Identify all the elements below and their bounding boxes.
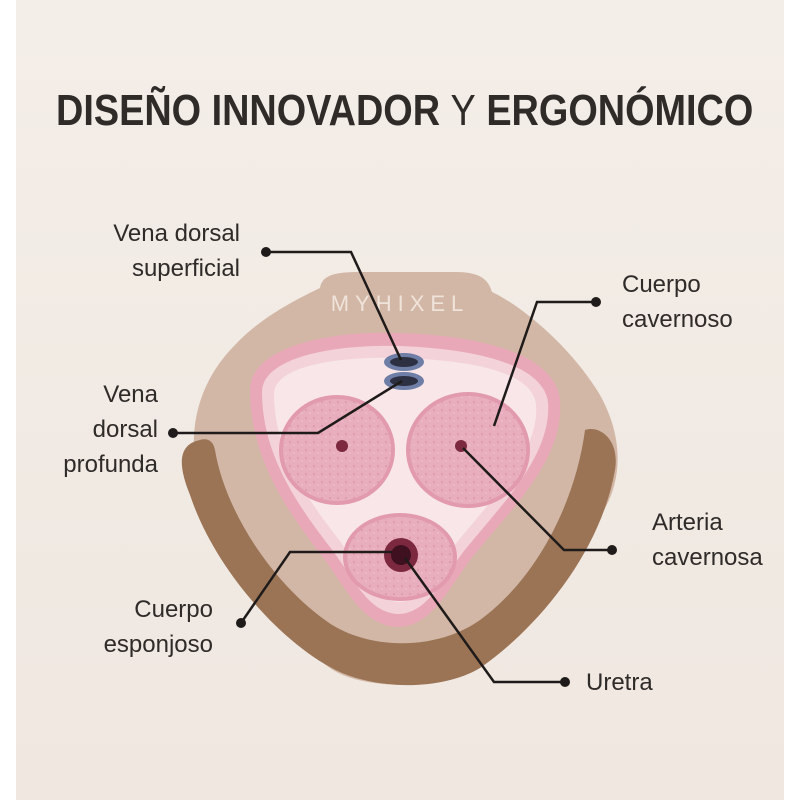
label-vena-dorsal-profunda: Vena dorsal profunda (63, 381, 158, 478)
title-part-2: Y (450, 86, 476, 135)
leader-dot-vena-dorsal-profunda (168, 428, 178, 438)
leader-dot-arteria-cavernosa (607, 545, 617, 555)
left-margin-band (0, 0, 16, 800)
arteria-cavernosa-left (336, 440, 348, 452)
label-uretra: Uretra (586, 669, 653, 696)
label-vena-dorsal-superficial: Vena dorsal superficial (113, 220, 240, 282)
brand-watermark: MYHIXEL (331, 291, 470, 316)
cuerpo-cavernoso-left (283, 399, 391, 501)
label-arteria-cavernosa: Arteria cavernosa (652, 509, 763, 571)
leader-dot-cuerpo-esponjoso (236, 618, 246, 628)
leader-vena-dorsal-superficial (266, 250, 403, 361)
right-margin-band (784, 0, 800, 800)
leader-dot-uretra (560, 677, 570, 687)
leader-uretra (403, 557, 565, 684)
leader-dot-vena-dorsal-superficial (261, 247, 271, 257)
leader-dot-cuerpo-cavernoso (591, 297, 601, 307)
label-cuerpo-cavernoso: Cuerpo cavernoso (622, 271, 733, 333)
leader-arteria-cavernosa (462, 447, 612, 552)
leader-cuerpo-cavernoso (492, 300, 596, 427)
title-part-3: ERGONÓMICO (475, 86, 754, 135)
page-title: DISEÑO INNOVADOR Y ERGONÓMICO (56, 86, 753, 136)
brown-band (181, 429, 616, 686)
cuerpo-cavernoso-right (410, 396, 526, 504)
leader-cuerpo-esponjoso (239, 550, 392, 624)
vena-dorsal-superficial-lumen (390, 357, 418, 367)
leader-vena-dorsal-profunda (173, 379, 403, 435)
label-cuerpo-esponjoso: Cuerpo esponjoso (103, 596, 213, 658)
title-part-1: DISEÑO INNOVADOR (56, 86, 451, 135)
